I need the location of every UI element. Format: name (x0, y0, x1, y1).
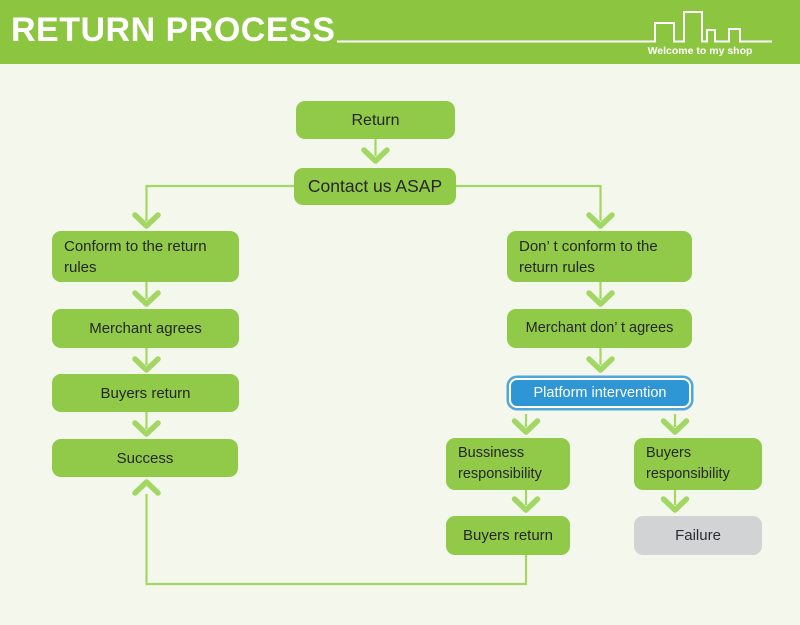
node-label: Buyers return (100, 384, 191, 402)
arrow-down-icon (132, 356, 161, 373)
node-buyers-responsibility: Buyers responsibility (634, 438, 762, 490)
node-label: Bussiness responsibility (458, 445, 542, 482)
node-bussiness-responsibility: Bussiness responsibility (446, 438, 570, 490)
node-buyers-return-left: Buyers return (52, 374, 239, 412)
node-failure: Failure (634, 516, 762, 555)
node-label: Contact us ASAP (307, 176, 443, 196)
arrow-up-icon (132, 479, 161, 496)
arrow-down-icon (132, 290, 161, 307)
node-label: Merchant don’ t agrees (525, 320, 674, 336)
node-label: Conform to the return rules (64, 237, 207, 276)
header-tagline: Welcome to my shop (647, 45, 753, 57)
node-label: Success (116, 449, 174, 467)
node-merchant-agrees: Merchant agrees (52, 309, 239, 348)
node-success: Success (52, 439, 238, 477)
header-bar: RETURN PROCESS Welcome to my shop (0, 0, 800, 64)
node-conform-to-rules: Conform to the return rules (52, 231, 239, 282)
arrow-down-icon (511, 418, 541, 435)
node-label: Platform intervention (533, 384, 667, 401)
node-label: Buyers responsibility (646, 445, 730, 482)
node-contact-us-asap: Contact us ASAP (294, 168, 456, 205)
arrow-down-icon (361, 147, 390, 164)
node-platform-intervention: Platform intervention (509, 378, 691, 408)
arrow-down-icon (511, 496, 541, 513)
arrow-down-icon (660, 418, 690, 435)
node-label: Merchant agrees (89, 320, 202, 337)
arrow-down-icon (132, 212, 161, 229)
arrow-down-icon (132, 420, 161, 437)
arrow-down-icon (586, 290, 615, 307)
arrow-down-icon (586, 356, 615, 373)
node-label: Buyers return (462, 527, 554, 544)
node-label: Failure (675, 527, 721, 544)
node-buyers-return-right: Buyers return (446, 516, 570, 555)
node-label: Don’ t conform to the return rules (519, 237, 658, 276)
city-skyline-icon (337, 11, 772, 43)
node-dont-conform-to-rules: Don’ t conform to the return rules (507, 231, 692, 282)
arrow-down-icon (586, 212, 615, 229)
node-return: Return (296, 101, 455, 139)
node-label: Return (351, 111, 400, 129)
page-title: RETURN PROCESS (11, 11, 336, 49)
node-merchant-dont-agrees: Merchant don’ t agrees (507, 309, 692, 348)
arrow-down-icon (660, 496, 690, 513)
